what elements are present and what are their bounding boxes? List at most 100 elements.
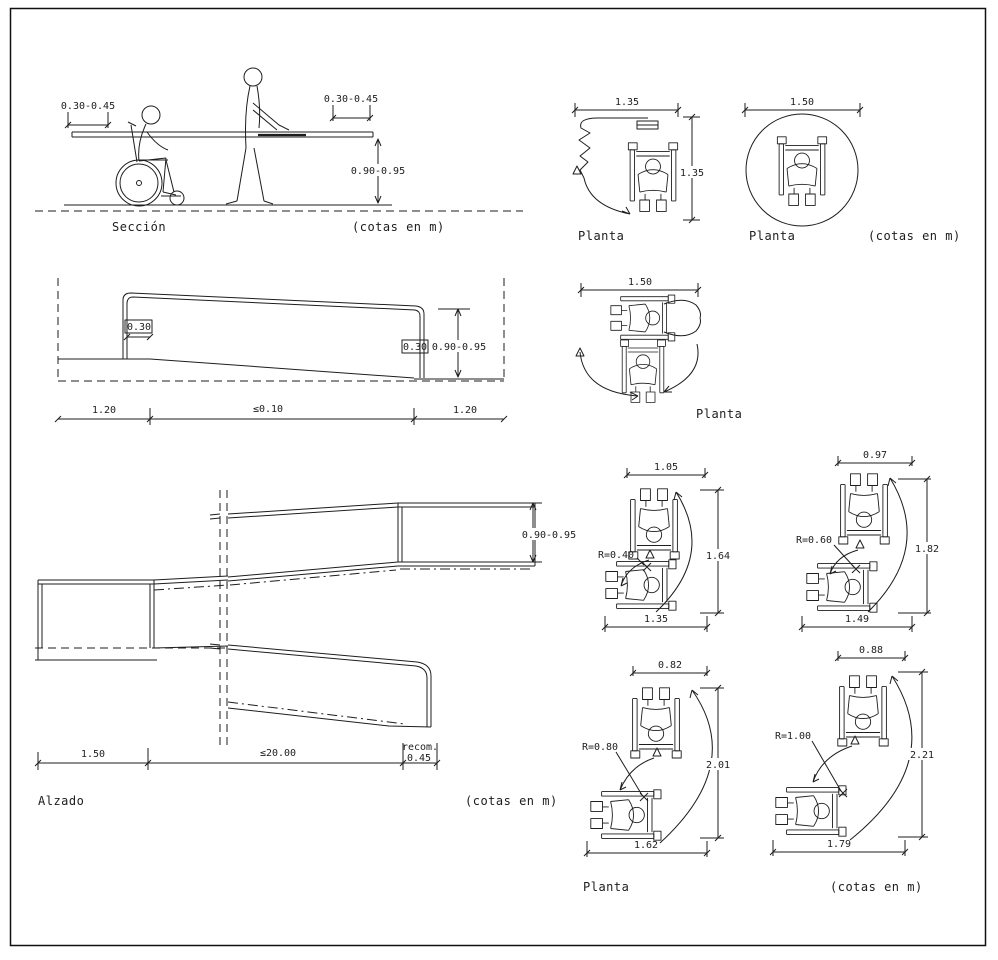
radius-arc <box>620 559 650 587</box>
dimension-line <box>834 456 916 467</box>
leader-line <box>811 740 842 792</box>
dimension-line <box>834 651 909 662</box>
dimension-line <box>123 333 154 341</box>
dim-label: 0.97 <box>863 450 887 461</box>
dim-label: ≤20.00 <box>260 748 296 759</box>
wheelchair-plan-symbol <box>627 142 679 212</box>
dimension-line <box>769 840 909 856</box>
radius-arc <box>829 549 859 575</box>
lower-centerline <box>227 701 406 725</box>
pivot-cross <box>642 562 652 572</box>
wheelchair-plan-symbol <box>590 789 662 841</box>
upper-landing-rail <box>397 502 536 566</box>
floor-centerline <box>229 568 533 586</box>
dim-label: 1.50 <box>81 749 105 760</box>
dim-label: 1.50 <box>628 277 652 288</box>
dimension-line <box>571 103 682 117</box>
dimension-line <box>34 743 441 770</box>
break-lines <box>219 490 228 750</box>
dim-label: 1.05 <box>654 462 678 473</box>
figure-seccion: 0.30-0.45 0.30-0.45 0.90-0.95 Sección (c… <box>35 67 523 234</box>
radius-label: R=0.80 <box>582 742 618 753</box>
figure-planta-circle: 1.50 Planta (cotas en m) <box>741 97 961 243</box>
reach-zone-outline <box>578 117 648 215</box>
dim-label: 0.82 <box>658 660 682 671</box>
turning-arc <box>655 491 693 613</box>
dimension-line <box>623 468 709 479</box>
dim-label: 0.30-0.45 <box>61 101 115 112</box>
dim-label: 0.45 <box>407 753 431 764</box>
dimension-line <box>64 112 112 129</box>
figure-planta-reach: 1.35 1.35 Planta <box>571 97 707 243</box>
dim-label: 1.82 <box>915 544 939 555</box>
dim-label: 1.62 <box>634 840 658 851</box>
wheelchair-rear-wheel <box>115 159 163 207</box>
transition-centerline <box>153 584 229 591</box>
direction-marker <box>652 747 662 757</box>
dim-label: 1.35 <box>680 168 704 179</box>
dim-label: 0.30 <box>403 342 427 353</box>
wheel-hub <box>136 180 142 186</box>
ramp-surface <box>58 358 504 380</box>
dim-box <box>124 319 153 334</box>
turning-arc <box>867 477 908 613</box>
upper-ramp-floor <box>227 561 535 582</box>
dimension-line <box>629 666 711 677</box>
dimension-line <box>583 841 711 857</box>
dimension-line <box>577 283 702 297</box>
dim-label: ≤0.10 <box>253 404 283 415</box>
wheelchair-plan-symbol <box>610 294 676 342</box>
radius-label: R=1.00 <box>775 731 811 742</box>
dim-label: 1.79 <box>827 839 851 850</box>
attendant-arms <box>663 299 701 337</box>
units-note: (cotas en m) <box>352 220 445 234</box>
giro-diagram-3: 0.82 R=0.80 2.01 1.62 Planta <box>582 660 733 894</box>
wheelchair-plan-symbol <box>838 473 890 545</box>
figure-alzado: 0.90-0.95 1.50 ≤20.00 recom. 0.45 Alzado… <box>34 490 579 808</box>
dim-label: 0.30-0.45 <box>324 94 378 105</box>
direction-marker <box>850 735 860 745</box>
wheelchair-plan-symbol <box>806 561 878 613</box>
direction-marker <box>572 165 582 175</box>
dim-label-bg <box>704 758 733 770</box>
dimension-line <box>798 616 916 632</box>
wheelchair-plan-symbol <box>775 785 847 837</box>
units-note: (cotas en m) <box>830 880 923 894</box>
leader-line <box>636 557 645 566</box>
dim-box <box>401 339 429 354</box>
dim-label-bg <box>908 748 937 760</box>
handrail-inner <box>126 296 421 378</box>
dim-label-bg <box>432 340 486 352</box>
radius-arc <box>619 757 655 791</box>
dim-label-bg <box>677 166 707 178</box>
wheelchair-caster <box>169 190 185 206</box>
dim-label: 0.90-0.95 <box>522 530 576 541</box>
handrail-outer <box>122 292 425 378</box>
figure-label: Planta <box>696 407 742 421</box>
upper-rail-slope <box>209 502 399 520</box>
seated-person-head <box>141 105 161 125</box>
wheelchair-wheel-rim <box>119 163 159 203</box>
direction-marker <box>575 347 585 357</box>
dimension-line <box>54 408 508 425</box>
radius-arc <box>812 745 853 783</box>
dim-label: 1.50 <box>790 97 814 108</box>
figure-planta-giro180: 1.50 Planta <box>575 277 742 421</box>
figure-label: Sección <box>112 220 166 234</box>
radius-label: R=0.40 <box>598 550 634 561</box>
dim-note-label: recom. <box>402 742 438 753</box>
units-note: (cotas en m) <box>868 229 961 243</box>
dim-label-bg <box>351 164 405 176</box>
turning-arc <box>849 675 913 841</box>
dim-label: 0.90-0.95 <box>432 342 486 353</box>
turning-arc-left <box>579 351 639 401</box>
leader-line <box>833 544 855 568</box>
units-note: (cotas en m) <box>465 794 558 808</box>
table-top <box>71 131 374 138</box>
wheelchair-plan-symbol <box>776 136 828 206</box>
giro-diagram-4: 0.88 R=1.00 2.21 1.79 (cotas en m) <box>769 645 937 894</box>
dimension-line <box>601 616 711 632</box>
dim-label-bg <box>519 528 579 540</box>
